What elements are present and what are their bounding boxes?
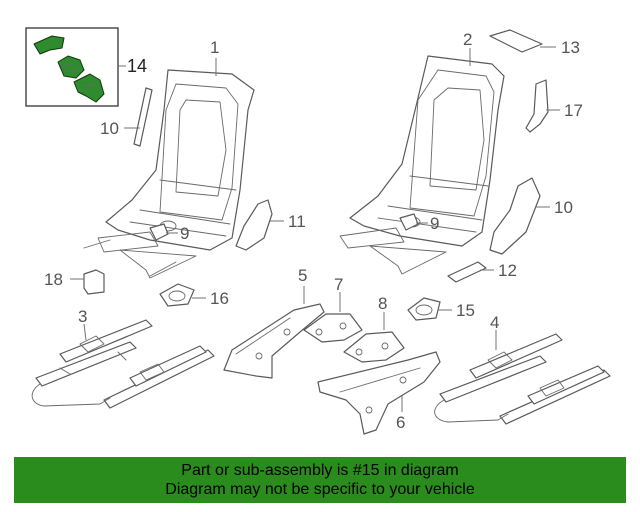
callout-9-right: 9 (430, 214, 439, 233)
part-16-cap[interactable] (407, 297, 441, 321)
callout-2: 2 (463, 30, 472, 49)
part-15-cover-low (73, 73, 105, 103)
callout-8: 8 (378, 294, 387, 313)
part-3-track-left[interactable] (31, 319, 215, 409)
callout-10: 10 (100, 119, 119, 138)
callout-16: 15 (456, 301, 475, 320)
part-9-clip-left[interactable] (149, 223, 169, 241)
part-5-bracket[interactable] (223, 303, 325, 379)
seat-frame-right[interactable] (339, 55, 505, 275)
part-10-rod[interactable] (133, 87, 153, 147)
callout-11: 10 (554, 198, 573, 217)
callout-3: 3 (78, 307, 87, 326)
part-18-bracket[interactable] (525, 79, 549, 133)
part-17-cap[interactable] (159, 283, 195, 307)
callout-5: 5 (298, 266, 307, 285)
banner-line-2: Diagram may not be specific to your vehi… (165, 481, 475, 498)
seat-frame-left[interactable] (83, 69, 255, 279)
callout-6: 6 (396, 413, 405, 432)
callout-1: 1 (210, 38, 219, 57)
callout-19: 18 (44, 270, 63, 289)
part-7-bracket[interactable] (303, 313, 363, 343)
part-19-block[interactable] (83, 269, 105, 295)
parts-diagram: 14 1 2 13 17 10 10 11 9 9 12 18 5 7 16 8… (25, 27, 611, 435)
part-14-plate[interactable] (489, 29, 543, 53)
part-9-clip-right[interactable] (399, 213, 419, 231)
part-12-panel[interactable] (235, 199, 273, 251)
callout-14: 13 (561, 38, 580, 57)
callout-7: 7 (334, 275, 343, 294)
callout-17: 16 (210, 289, 229, 308)
callout-13: 12 (498, 261, 517, 280)
callout-9-left: 9 (180, 224, 189, 243)
banner-line-1: Part or sub-assembly is #15 in diagram (181, 462, 459, 479)
callout-4: 4 (490, 313, 499, 332)
callout-18: 17 (564, 101, 583, 120)
part-4-track-right[interactable] (434, 333, 611, 425)
part-8-bracket[interactable] (343, 331, 405, 363)
part-15-cover-top (33, 35, 65, 55)
callout-12: 11 (288, 212, 306, 231)
part-13-strip[interactable] (447, 261, 487, 283)
callout-15: 14 (127, 56, 147, 76)
part-15-cover-mid (57, 55, 85, 79)
part-11-shield[interactable] (489, 177, 541, 255)
part-15-inset[interactable] (25, 27, 119, 107)
info-banner: Part or sub-assembly is #15 in diagram D… (14, 457, 626, 503)
part-6-crossmember[interactable] (317, 351, 441, 435)
